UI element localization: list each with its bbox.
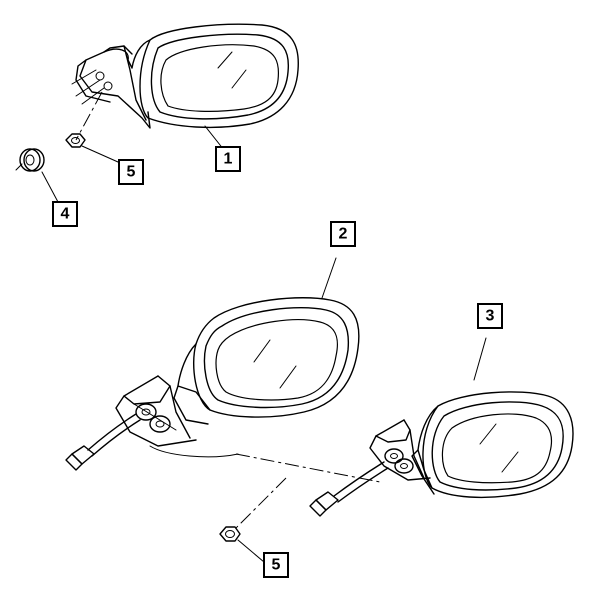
- callout-1: 1: [215, 146, 241, 172]
- callout-3-label: 3: [486, 308, 495, 325]
- mirror-2-motor: [133, 403, 177, 433]
- callout-4: 4: [52, 201, 78, 227]
- nut-top-icon: [65, 133, 119, 163]
- callout-5-top-label: 5: [127, 164, 136, 181]
- callout-2-label: 2: [339, 226, 348, 243]
- grommet-icon: [15, 148, 59, 203]
- callout-2: 2: [330, 221, 356, 247]
- mirror-3-assembly: [309, 337, 574, 517]
- mirror-2-assembly: [65, 257, 360, 471]
- callout-4-label: 4: [61, 206, 70, 223]
- mirror-1-assembly: [71, 23, 299, 151]
- callout-1-label: 1: [224, 151, 233, 168]
- callout-5-bottom-label: 5: [272, 557, 281, 574]
- mirror-3-connector: [309, 491, 339, 517]
- nut-bottom-icon: [219, 526, 265, 563]
- callout-5-top: 5: [118, 159, 144, 185]
- mirror-3-motor: [384, 448, 414, 474]
- mirror-2-connector: [65, 445, 95, 471]
- mirror-1-studs: [71, 69, 113, 105]
- callout-3: 3: [477, 303, 503, 329]
- callout-5-bottom: 5: [263, 552, 289, 578]
